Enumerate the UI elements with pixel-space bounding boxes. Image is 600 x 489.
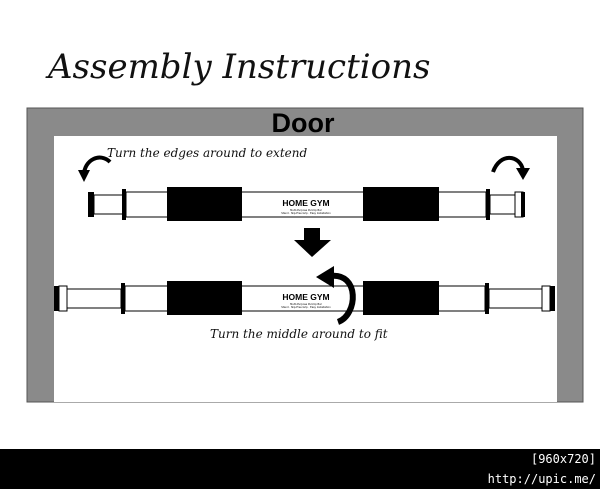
- end-cap-right: [550, 286, 555, 311]
- brand-fine-print: Stand · Slip-Free Grip · Easy Installati…: [281, 305, 331, 309]
- brand-name: HOME GYM: [282, 198, 329, 208]
- pullup-bar-extended: [54, 281, 555, 315]
- step2-instruction: Turn the middle around to fit: [210, 327, 388, 341]
- foam-grip-left: [167, 187, 242, 221]
- brand-name: HOME GYM: [282, 292, 329, 302]
- down-arrow-icon: [294, 228, 331, 257]
- brand-label-bottom: HOME GYM Multi-Purpose Pull-Up Bar Stand…: [281, 292, 331, 309]
- rotate-right-icon: [491, 155, 530, 180]
- watermark-caption: [960x720] http://upic.me/: [450, 449, 600, 486]
- rotate-middle-icon: [316, 266, 356, 325]
- foam-grip-right: [363, 281, 439, 315]
- door-frame: [26, 107, 584, 403]
- pullup-bar-compact: [88, 187, 525, 221]
- brand-fine-print: Multi-Purpose Pull-Up Bar: [290, 302, 323, 306]
- foam-grip-left: [167, 281, 242, 315]
- foam-grip-right: [363, 187, 439, 221]
- brand-fine-print: Stand · Slip-Free Grip · Easy Installati…: [281, 211, 331, 215]
- brand-fine-print: Multi-Purpose Pull-Up Bar: [290, 208, 323, 212]
- end-cap-left: [54, 286, 59, 311]
- assembly-diagram: Assembly Instructions Door Turn the edge…: [0, 0, 600, 449]
- door-label: Door: [272, 108, 335, 138]
- rotate-left-icon: [78, 155, 112, 182]
- step1-instruction: Turn the edges around to extend: [107, 146, 307, 160]
- slide-title: Assembly Instructions: [45, 47, 430, 87]
- brand-label-top: HOME GYM Multi-Purpose Pull-Up Bar Stand…: [281, 198, 331, 215]
- end-cap-left: [88, 192, 94, 217]
